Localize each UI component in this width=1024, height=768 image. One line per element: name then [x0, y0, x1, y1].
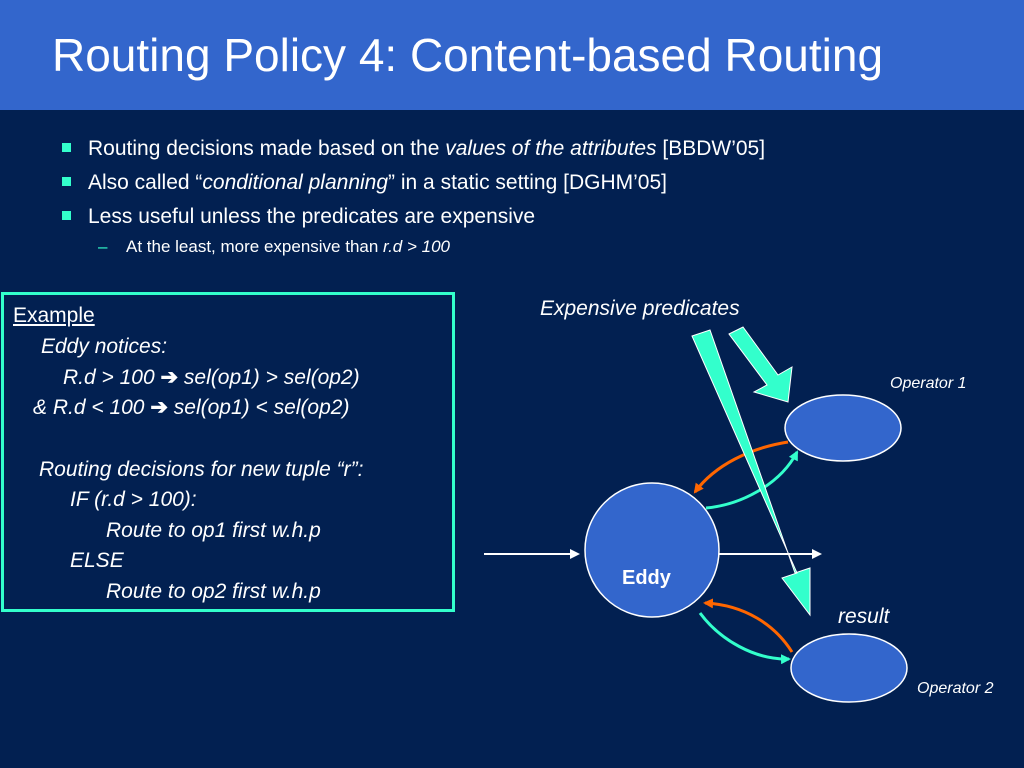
bullet-square-icon	[62, 211, 71, 220]
bullet-emphasis: values of the attributes	[445, 137, 657, 160]
example-line: IF (r.d > 100):	[70, 488, 197, 511]
bullet-square-icon	[62, 177, 71, 186]
bullet-square-icon	[62, 143, 71, 152]
bullet-text: ” in a static setting [DGHM’05]	[388, 171, 667, 194]
slide-title: Routing Policy 4: Content-based Routing	[52, 29, 884, 81]
bullet-item: Less useful unless the predicates are ex…	[60, 200, 765, 234]
operator1-label: Operator 1	[890, 375, 967, 392]
dash-icon: –	[98, 237, 108, 256]
example-line: Eddy notices:	[41, 335, 168, 358]
title-bar: Routing Policy 4: Content-based Routing	[0, 0, 1024, 110]
example-line: Routing decisions for new tuple “r”:	[39, 458, 364, 481]
op1-route-arrow	[705, 450, 799, 510]
eddy-label: Eddy	[622, 567, 671, 589]
result-label: result	[838, 605, 890, 628]
op2-return-arrow	[703, 598, 794, 653]
expensive-arrow-op2	[691, 329, 811, 617]
bullet-list: Routing decisions made based on the valu…	[60, 132, 765, 260]
bullet-emphasis: conditional planning	[202, 171, 389, 194]
right-arrow-icon: ➔	[150, 396, 168, 419]
example-line: Route to op2 first w.h.p	[106, 580, 321, 603]
bullet-text: Less useful unless the predicates are ex…	[88, 205, 536, 228]
example-line: R.d > 100 ➔ sel(op1) > sel(op2)	[63, 366, 360, 389]
sub-bullet-emphasis: r.d > 100	[383, 237, 450, 256]
example-line: Route to op1 first w.h.p	[106, 519, 321, 542]
op2-route-arrow	[698, 612, 791, 665]
sub-bullet-text: At the least, more expensive than	[126, 237, 384, 256]
bullet-text: Also called “	[88, 171, 203, 194]
expensive-arrow-op1	[728, 326, 793, 403]
sub-bullet-item: – At the least, more expensive than r.d …	[60, 234, 765, 260]
bullet-item: Also called “conditional planning” in a …	[60, 166, 765, 200]
operator1-node	[784, 394, 902, 462]
op1-return-arrow	[693, 440, 789, 494]
right-arrow-icon: ➔	[160, 366, 179, 389]
eddy-node	[584, 482, 720, 618]
bullet-item: Routing decisions made based on the valu…	[60, 132, 765, 166]
operator2-label: Operator 2	[917, 680, 994, 697]
example-box: Example Eddy notices: R.d > 100 ➔ sel(op…	[1, 292, 455, 612]
example-line: & R.d < 100 ➔ sel(op1) < sel(op2)	[33, 396, 350, 419]
bullet-text: [BBDW’05]	[656, 137, 766, 160]
operator2-node	[790, 633, 908, 703]
bullet-text: Routing decisions made based on the	[88, 137, 446, 160]
example-line: ELSE	[70, 549, 124, 572]
example-heading: Example	[13, 304, 95, 327]
expensive-predicates-label: Expensive predicates	[540, 297, 740, 320]
